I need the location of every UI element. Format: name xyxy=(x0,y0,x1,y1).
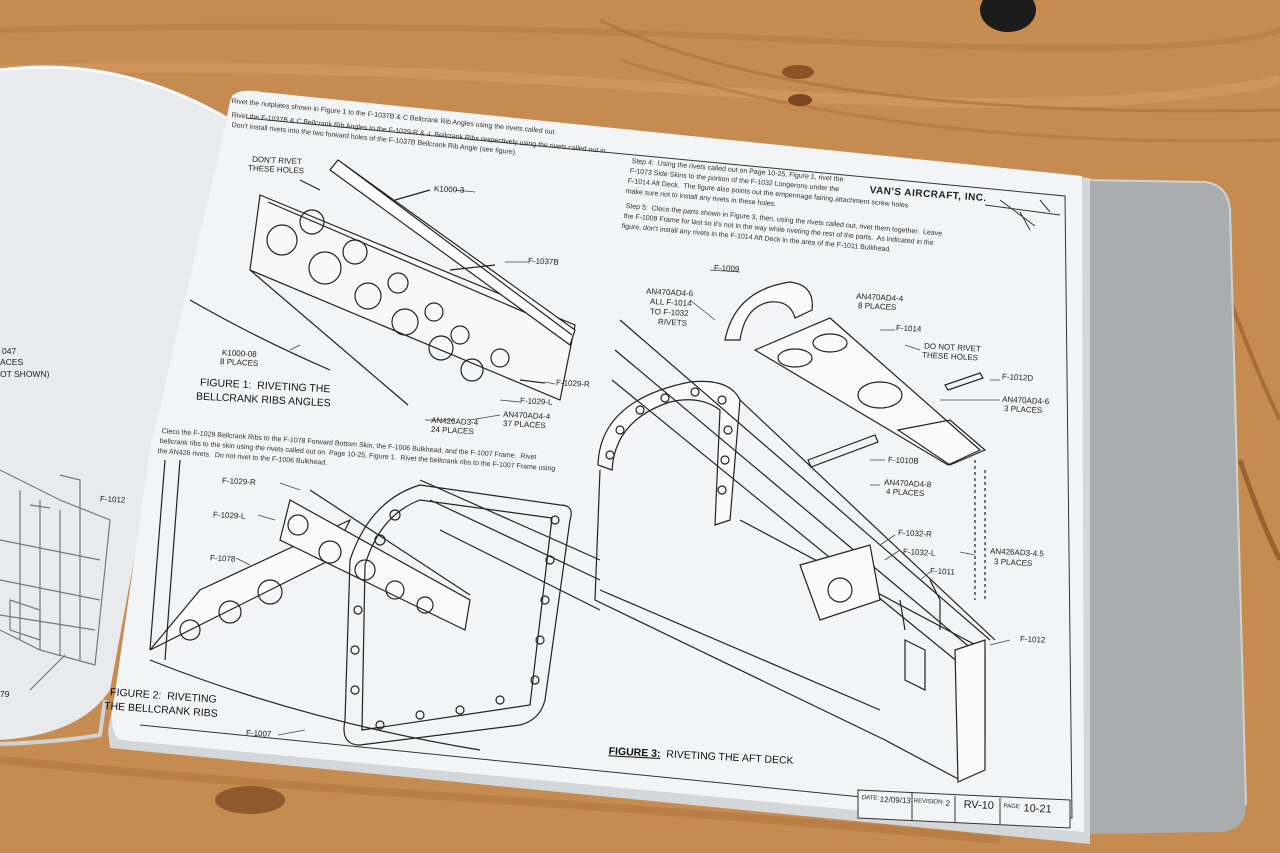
left-page-partial-4: 79 xyxy=(0,689,10,699)
callout-f1009: F-1009 xyxy=(713,263,740,274)
page-value: 10-21 xyxy=(1023,802,1052,816)
callout-f1012d: F-1012D xyxy=(1001,372,1034,383)
callout-an470ad4-6-4: RIVETS xyxy=(657,317,688,328)
figure-3-drawing xyxy=(594,281,996,783)
callout-fig2-f1007: F-1007 xyxy=(245,728,272,739)
callout-f1010b: F-1010B xyxy=(887,455,919,466)
model-value: RV-10 xyxy=(963,798,995,813)
airplane-logo xyxy=(984,199,1061,231)
callout-f1011: F-1011 xyxy=(929,566,956,577)
callout-f1014: F-1014 xyxy=(895,323,922,334)
callout-f1032l: F-1032-L xyxy=(902,547,936,558)
left-page-partial-3: OT SHOWN) xyxy=(0,369,50,379)
callout-f1012-left: F-1012 xyxy=(99,494,126,505)
title-block-frame xyxy=(857,789,1071,829)
callout-f1032r: F-1032-R xyxy=(897,528,933,539)
date-label: DATE: xyxy=(861,795,880,802)
callout-f1029l: F-1029-L xyxy=(519,396,553,407)
callout-fig2-f1029r: F-1029-R xyxy=(221,476,257,487)
figure-2-drawing xyxy=(149,459,601,751)
callout-f1029r: F-1029-R xyxy=(555,378,591,389)
drawing-border xyxy=(139,117,1073,819)
leader-lines xyxy=(235,189,1011,736)
left-page-drawing xyxy=(0,469,111,691)
left-page-partial-1: 047 xyxy=(2,346,17,356)
revision-label: REVISION: xyxy=(913,798,945,806)
callout-k1000-3: K1000-3 xyxy=(433,184,465,195)
grey-board xyxy=(1080,180,1246,834)
revision-value: 2 xyxy=(945,798,951,809)
date-value: 12/09/13 xyxy=(879,794,912,806)
left-page xyxy=(0,67,230,740)
figure-3-title-a: FIGURE 3: xyxy=(608,745,661,761)
left-page-partial-2: ACES xyxy=(0,357,24,367)
page-label: PAGE xyxy=(1003,803,1020,811)
callout-fig2-f1029l: F-1029-L xyxy=(212,510,246,521)
figure-1-drawing xyxy=(189,159,576,406)
callout-f1012-right: F-1012 xyxy=(1019,634,1046,645)
callout-f1037b: F-1037B xyxy=(527,256,559,267)
callout-fig2-f1078: F-1078 xyxy=(209,553,236,564)
